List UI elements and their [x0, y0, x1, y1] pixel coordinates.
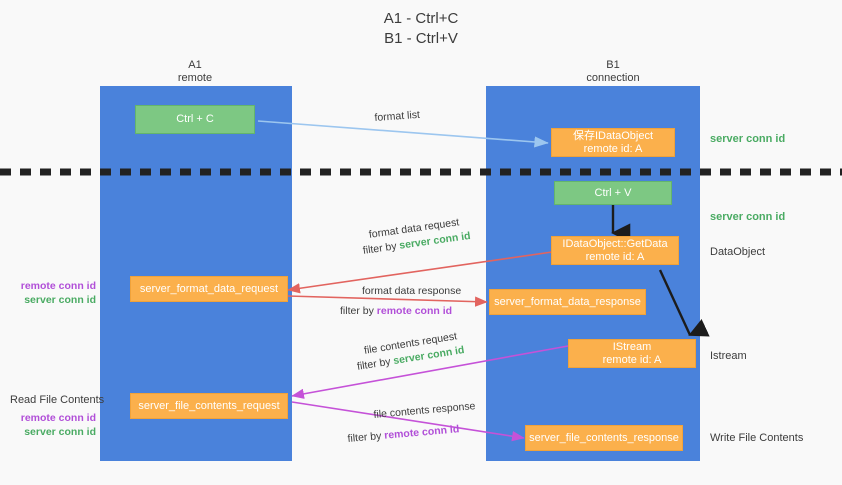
- filter-key-remote-conn-id: remote conn id: [376, 305, 453, 317]
- filter-prefix: filter by: [347, 429, 385, 445]
- column-header-b1: B1 connection: [513, 59, 713, 85]
- box-ctrl-v-label: Ctrl + V: [594, 186, 632, 199]
- box-server-file-contents-response-label: server_file_contents_response: [529, 431, 679, 444]
- edge-label-file-contents-response-filter: filter by remote conn id: [347, 422, 460, 446]
- box-idataobject-getdata[interactable]: IDataObject::GetData remote id: A: [551, 236, 679, 265]
- note-server-conn-id-top: server conn id: [710, 133, 786, 145]
- box-istream-line2: remote id: A: [602, 353, 662, 366]
- box-server-file-contents-request-label: server_file_contents_request: [138, 399, 280, 412]
- edge-label-format-data-response-filter: filter by remote conn id: [340, 304, 452, 318]
- note-read-file-contents: Read File Contents: [10, 394, 105, 406]
- box-ctrl-v[interactable]: Ctrl + V: [554, 181, 672, 205]
- box-server-format-data-response[interactable]: server_format_data_response: [489, 289, 646, 315]
- box-server-format-data-request-label: server_format_data_request: [139, 282, 279, 295]
- title-line-2: B1 - Ctrl+V: [384, 30, 458, 47]
- column-b1-name: B1: [606, 59, 620, 71]
- note-server-conn-id: server conn id: [24, 294, 96, 306]
- box-save-idataobject[interactable]: 保存IDataObject remote id: A: [551, 128, 675, 157]
- filter-prefix: filter by: [356, 355, 395, 373]
- column-header-a1: A1 remote: [95, 59, 295, 85]
- note-conn-pair-format: remote conn id server conn id: [0, 279, 96, 307]
- filter-key-remote-conn-id: remote conn id: [383, 423, 460, 442]
- filter-prefix: filter by: [362, 239, 401, 257]
- note-istream: Istream: [710, 350, 747, 362]
- note-remote-conn-id: remote conn id: [20, 280, 96, 292]
- note-remote-conn-id: remote conn id: [20, 412, 96, 424]
- note-server-conn-id-mid: server conn id: [710, 211, 786, 223]
- box-ctrl-c[interactable]: Ctrl + C: [135, 105, 255, 134]
- edge-label-file-contents-response: file contents response: [373, 400, 476, 421]
- filter-prefix: filter by: [340, 305, 377, 317]
- box-server-file-contents-response[interactable]: server_file_contents_response: [525, 425, 683, 451]
- column-a1-name: A1: [188, 59, 202, 71]
- box-save-idataobject-line2: remote id: A: [583, 142, 643, 155]
- page-title: A1 - Ctrl+C B1 - Ctrl+V: [0, 9, 842, 49]
- note-server-conn-id: server conn id: [24, 426, 96, 438]
- box-save-idataobject-line1: 保存IDataObject: [572, 129, 654, 142]
- box-ctrl-c-label: Ctrl + C: [176, 113, 214, 125]
- box-idataobject-getdata-line2: remote id: A: [585, 250, 645, 263]
- edge-label-format-data-response: format data response: [362, 285, 462, 297]
- column-b1-role: connection: [586, 72, 640, 84]
- note-conn-pair-file: remote conn id server conn id: [0, 411, 96, 439]
- box-istream-line1: IStream: [612, 340, 652, 353]
- column-a1-role: remote: [177, 72, 213, 84]
- box-istream[interactable]: IStream remote id: A: [568, 339, 696, 368]
- title-line-1: A1 - Ctrl+C: [383, 10, 459, 27]
- edge-label-format-list: format list: [374, 108, 421, 124]
- note-dataobject: DataObject: [710, 246, 766, 258]
- box-server-format-data-request[interactable]: server_format_data_request: [130, 276, 288, 302]
- box-server-format-data-response-label: server_format_data_response: [494, 295, 641, 308]
- box-idataobject-getdata-line1: IDataObject::GetData: [562, 237, 668, 250]
- note-write-file-contents: Write File Contents: [710, 432, 804, 444]
- box-server-file-contents-request[interactable]: server_file_contents_request: [130, 393, 288, 419]
